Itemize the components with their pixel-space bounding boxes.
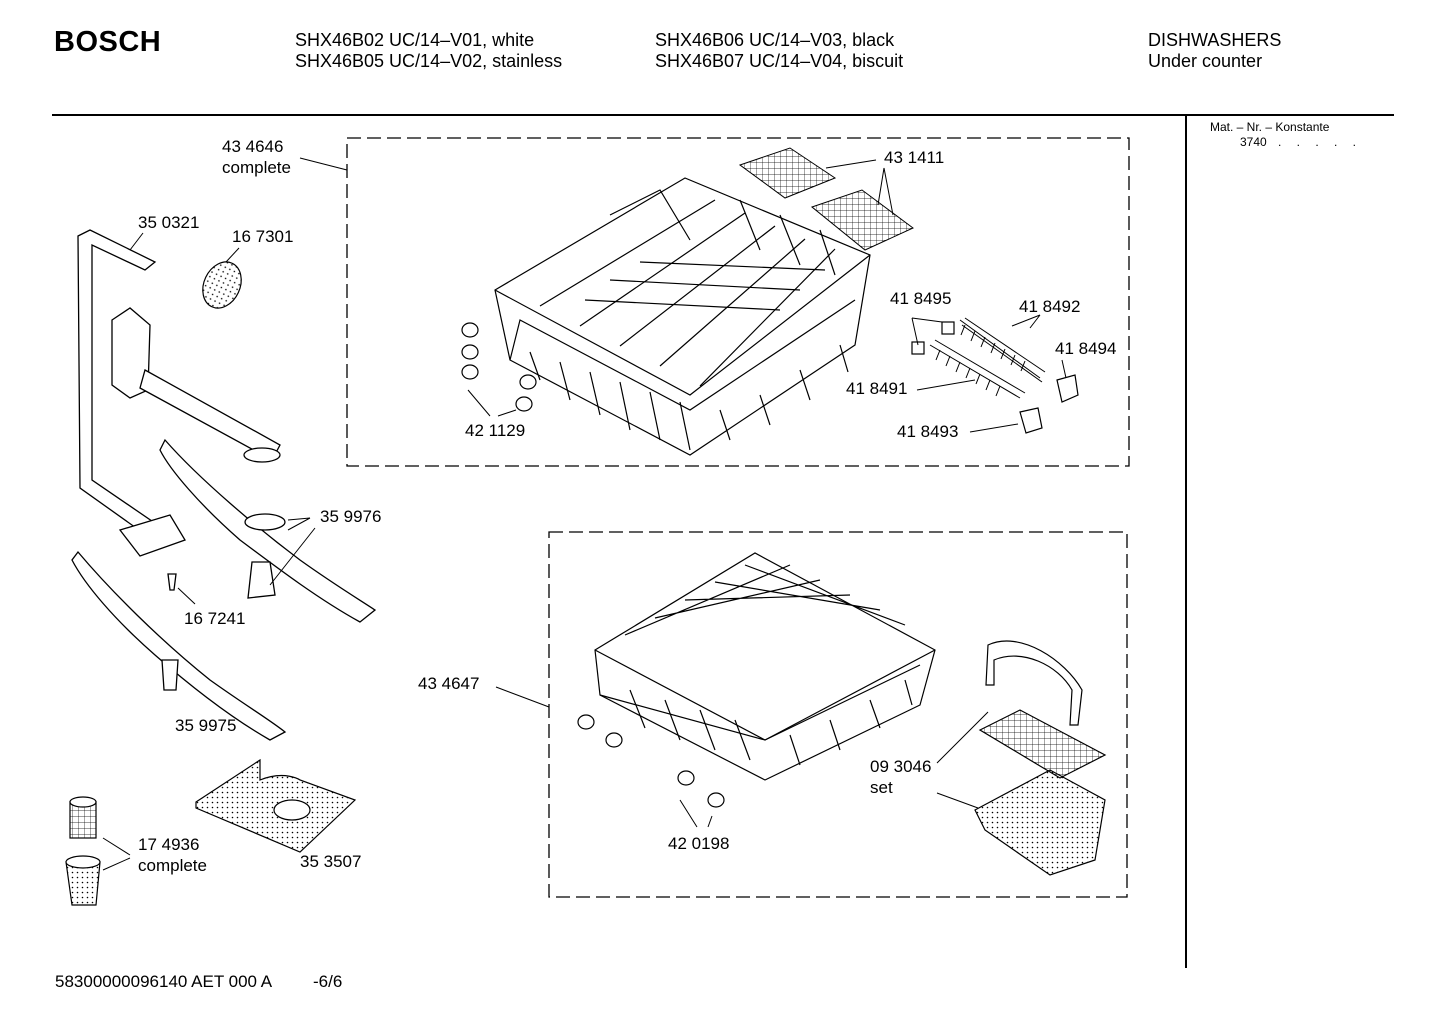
brand-logo: BOSCH	[54, 26, 162, 58]
part-label-filter-suffix: complete	[138, 856, 207, 875]
upper-rack-drawing	[494, 177, 871, 456]
part-label-lower-rack: 43 4647	[418, 674, 480, 693]
upper-rack-rollers	[461, 322, 537, 412]
part-label-nozzle: 16 7301	[232, 227, 294, 246]
header-divider	[52, 114, 1394, 116]
rack-rails	[929, 317, 1046, 399]
lower-spray-arm-drawing	[71, 550, 287, 741]
page-number: -6/6	[313, 972, 343, 991]
part-label-filter: 17 4936	[138, 835, 200, 854]
rack-stops	[911, 321, 1079, 434]
sump-cover-drawing	[195, 758, 357, 853]
spray-pipe-drawing	[77, 229, 281, 557]
model-line-2: SHX46B05 UC/14–V02, stainless	[295, 51, 563, 71]
upper-spray-arm-drawing	[159, 438, 377, 623]
part-label-upper-spray-arm: 35 9976	[320, 507, 382, 526]
document-id: 58300000096140 AET 000 A	[55, 972, 273, 991]
material-constant-dots: . . . . .	[1278, 135, 1363, 149]
filter-drawing	[65, 796, 101, 906]
part-label-sump-cover: 35 3507	[300, 852, 362, 871]
part-label-lower-spray-arm: 35 9975	[175, 716, 237, 735]
part-label-stop-b: 41 8493	[897, 422, 959, 441]
part-label-cutlery-tray: 43 1411	[884, 148, 945, 167]
sidebar-divider	[1185, 116, 1187, 968]
part-label-lower-rollers: 42 0198	[668, 834, 730, 853]
model-line-4: SHX46B07 UC/14–V04, biscuit	[655, 51, 904, 71]
part-label-upper-rack-suffix: complete	[222, 158, 291, 177]
part-label-upper-rack: 43 4646	[222, 137, 284, 156]
category-subtitle: Under counter	[1148, 51, 1263, 71]
category-title: DISHWASHERS	[1148, 30, 1282, 50]
spray-nozzle-drawing	[202, 261, 242, 309]
part-label-clip: 41 8495	[890, 289, 952, 308]
part-label-rail-a: 41 8492	[1019, 297, 1081, 316]
part-label-stop-a: 41 8494	[1055, 339, 1117, 358]
part-label-cutlery-basket: 09 3046	[870, 757, 932, 776]
part-label-upper-rollers: 42 1129	[465, 421, 526, 440]
lower-rack-drawing	[594, 552, 936, 781]
part-label-spray-pipe: 35 0321	[138, 213, 200, 232]
cutlery-tray-pieces	[738, 147, 914, 251]
lower-rack-rollers	[577, 714, 725, 808]
part-label-cutlery-basket-suffix: set	[870, 778, 893, 797]
part-label-screw: 16 7241	[184, 609, 246, 628]
cutlery-basket-drawing	[974, 640, 1107, 876]
material-number-header: Mat. – Nr. – Konstante	[1210, 120, 1330, 134]
part-label-rail-b: 41 8491	[846, 379, 908, 398]
material-constant-value: 3740	[1240, 135, 1267, 149]
lower-rack-assembly-box	[548, 531, 1128, 898]
leader-lines	[102, 157, 1067, 871]
model-line-1: SHX46B02 UC/14–V01, white	[295, 30, 535, 50]
model-line-3: SHX46B06 UC/14–V03, black	[655, 30, 895, 50]
upper-rack-assembly-box	[346, 137, 1130, 467]
